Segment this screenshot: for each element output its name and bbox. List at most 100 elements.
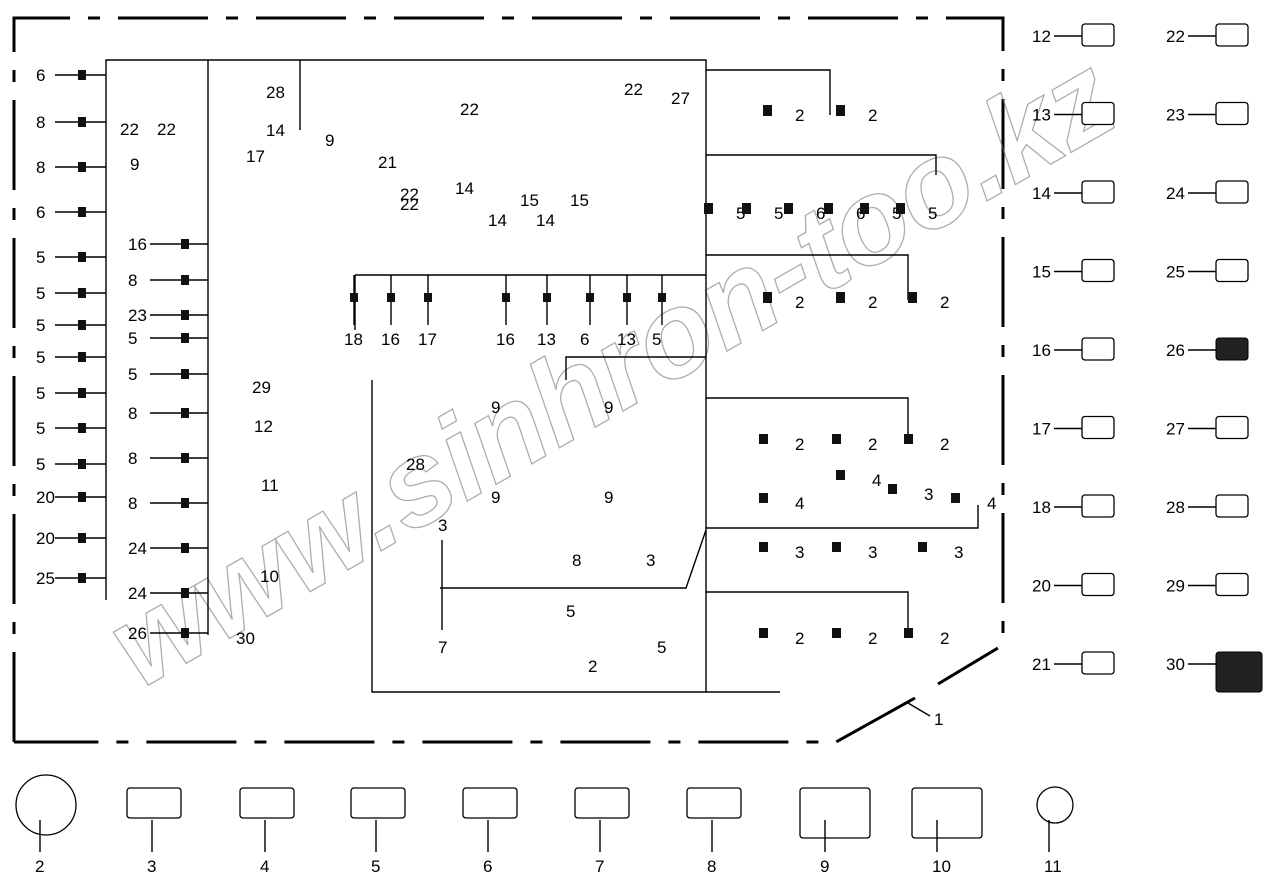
col2-callout-0-connector — [181, 239, 189, 249]
top-callout-14: 14 — [488, 211, 507, 230]
left-callout-9: 5 — [36, 419, 45, 438]
legend-item-connector-21: 21 — [1032, 651, 1115, 675]
col2-callout-6-connector — [181, 453, 189, 463]
middle-callout-4: 30 — [236, 629, 255, 648]
left-callout-0-connector — [78, 70, 86, 80]
top-callout-3: 28 — [266, 83, 285, 102]
connector-8-icon — [686, 787, 742, 819]
legend-item-connector-20: 20 — [1032, 572, 1115, 597]
svg-text:13: 13 — [1032, 106, 1051, 125]
legend-item-connector-10: 10 — [911, 787, 983, 876]
left-callout-6-connector — [78, 320, 86, 330]
branch-callout-2: 17 — [418, 330, 437, 349]
svg-text:3: 3 — [147, 857, 156, 876]
connector-17-icon — [1081, 415, 1115, 440]
left-callout-9-connector — [78, 423, 86, 433]
right-lower-callout-9: 3 — [954, 543, 963, 562]
top-callout-17: 15 — [570, 191, 589, 210]
branch-callout-0: 18 — [344, 330, 363, 349]
legend-item-connector-7: 7 — [574, 787, 630, 876]
legend-item-terminal-14: 14 — [1032, 180, 1115, 204]
svg-text:www.sinhron-too.kz: www.sinhron-too.kz — [86, 29, 1136, 713]
col2-callout-2-connector — [181, 310, 189, 320]
legend-item-round-connector-2: 2 — [15, 774, 77, 876]
left-callout-3-connector — [78, 207, 86, 217]
svg-text:23: 23 — [1166, 106, 1185, 125]
svg-text:9: 9 — [820, 857, 829, 876]
col2-callout-2: 23 — [128, 306, 147, 325]
legend-item-connector-29: 29 — [1166, 572, 1249, 597]
left-callout-4: 5 — [36, 248, 45, 267]
svg-text:7: 7 — [595, 857, 604, 876]
legend-item-connector-16: 16 — [1032, 337, 1115, 361]
col2-callout-7: 8 — [128, 494, 137, 513]
connector-28-icon — [1215, 494, 1249, 518]
left-callout-1: 8 — [36, 113, 45, 132]
right-lower-callout-10: 2 — [795, 629, 804, 648]
svg-text:4: 4 — [260, 857, 269, 876]
legend-item-connector-15: 15 — [1032, 258, 1115, 283]
connector-16-icon — [1081, 337, 1115, 361]
legend-item-connector-17: 17 — [1032, 415, 1115, 440]
svg-text:2: 2 — [35, 857, 44, 876]
svg-text:16: 16 — [1032, 341, 1051, 360]
svg-text:10: 10 — [932, 857, 951, 876]
legend-item-connector-8: 8 — [686, 787, 742, 876]
left-callout-0: 6 — [36, 66, 45, 85]
legend-item-connector-18: 18 — [1032, 494, 1115, 518]
connector-7-icon — [574, 787, 630, 819]
col2-callout-1: 8 — [128, 271, 137, 290]
legend-item-connector-6: 6 — [462, 787, 518, 876]
svg-text:8: 8 — [707, 857, 716, 876]
connector-12-icon — [1081, 23, 1115, 47]
branch-callout-4: 13 — [537, 330, 556, 349]
legend-item-connector-4: 4 — [239, 787, 295, 876]
col2-callout-5: 8 — [128, 404, 137, 423]
middle-callout-2: 11 — [261, 476, 279, 495]
left-callout-8: 5 — [36, 384, 45, 403]
middle-callout-10: 3 — [438, 516, 447, 535]
svg-text:28: 28 — [1166, 498, 1185, 517]
legend-item-ring-terminal-23: 23 — [1166, 101, 1249, 126]
middle-callout-3: 10 — [260, 567, 279, 586]
left-callout-7-connector — [78, 352, 86, 362]
left-callout-10: 5 — [36, 455, 45, 474]
right-top-callout-10: 2 — [940, 293, 949, 312]
col2-callout-4-connector — [181, 369, 189, 379]
right-lower-callout-3: 4 — [795, 494, 804, 513]
legend-item-connector-22: 22 — [1166, 23, 1249, 47]
left-callout-13: 25 — [36, 569, 55, 588]
left-callout-2: 8 — [36, 158, 45, 177]
connector-18-icon — [1081, 494, 1115, 518]
left-callout-7: 5 — [36, 348, 45, 367]
svg-text:20: 20 — [1032, 577, 1051, 596]
legend-item-connector-5: 5 — [350, 787, 406, 876]
col2-callout-10: 26 — [128, 624, 147, 643]
right-lower-callout-4: 4 — [872, 471, 881, 490]
right-lower-callout-11: 2 — [868, 629, 877, 648]
svg-text:24: 24 — [1166, 184, 1185, 203]
legend-item-connector-13: 13 — [1032, 101, 1115, 126]
col2-callout-9-connector — [181, 588, 189, 598]
col2-callout-8-connector — [181, 543, 189, 553]
svg-text:26: 26 — [1166, 341, 1185, 360]
right-top-callout-3: 5 — [774, 204, 783, 223]
legend-item-connector-24: 24 — [1166, 180, 1249, 204]
top-callout-10: 22 — [624, 80, 643, 99]
legend-item-socket-11: 11 — [1036, 786, 1074, 876]
right-lower-callout-5: 3 — [924, 485, 933, 504]
svg-text:18: 18 — [1032, 498, 1051, 517]
buzzer-26-icon — [1215, 337, 1249, 361]
middle-callout-15: 5 — [657, 638, 666, 657]
left-callout-12-connector — [78, 533, 86, 543]
round-connector-2-icon — [15, 774, 77, 836]
left-callout-3: 6 — [36, 203, 45, 222]
col2-callout-9: 24 — [128, 584, 147, 603]
connector-30-icon — [1215, 651, 1263, 693]
connector-29-icon — [1215, 572, 1249, 597]
col2-callout-1-connector — [181, 275, 189, 285]
connector-9-icon — [799, 787, 871, 839]
